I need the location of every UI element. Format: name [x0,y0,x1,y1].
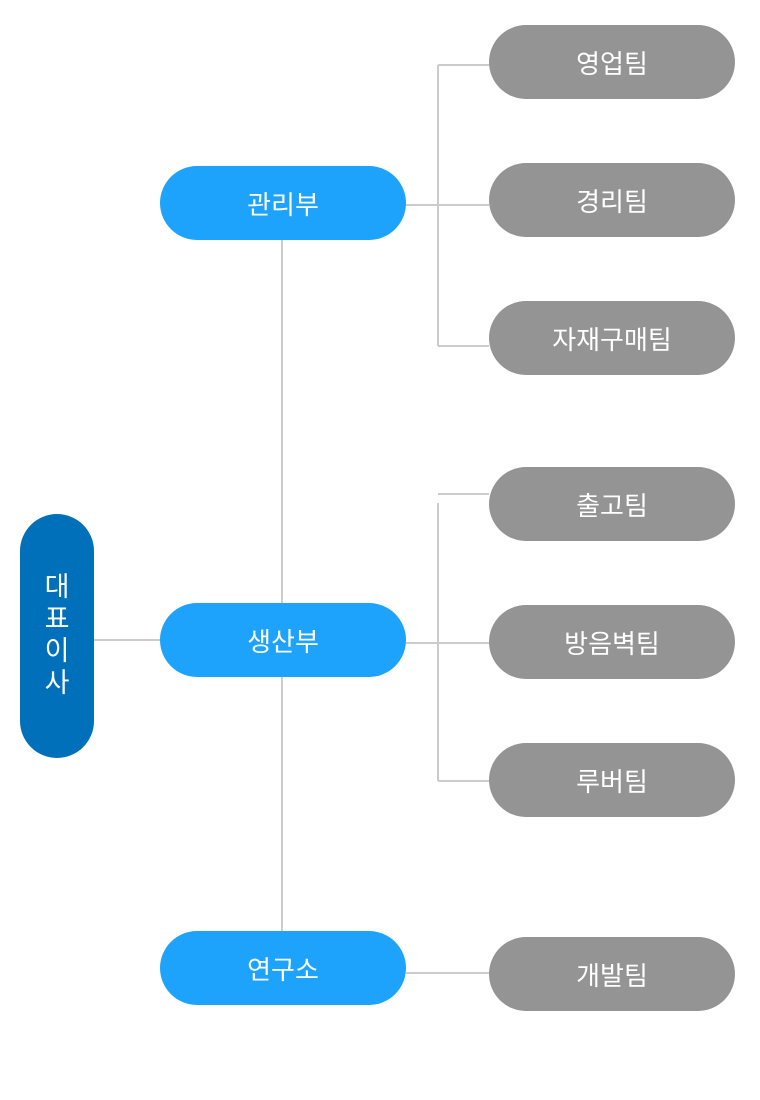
department-production: 생산부 [160,603,406,677]
team-purchasing: 자재구매팀 [489,301,735,375]
department-research: 연구소 [160,931,406,1005]
ceo-char: 이 [44,636,70,667]
ceo-node: 대 표 이 사 [20,514,94,758]
team-accounting: 경리팀 [489,163,735,237]
ceo-char: 사 [44,668,70,699]
team-shipping: 출고팀 [489,467,735,541]
team-louver: 루버팀 [489,743,735,817]
team-sales: 영업팀 [489,25,735,99]
team-development: 개발팀 [489,937,735,1011]
team-soundwall: 방음벽팀 [489,605,735,679]
ceo-char: 표 [44,604,70,635]
department-admin: 관리부 [160,166,406,240]
ceo-char: 대 [44,572,70,603]
